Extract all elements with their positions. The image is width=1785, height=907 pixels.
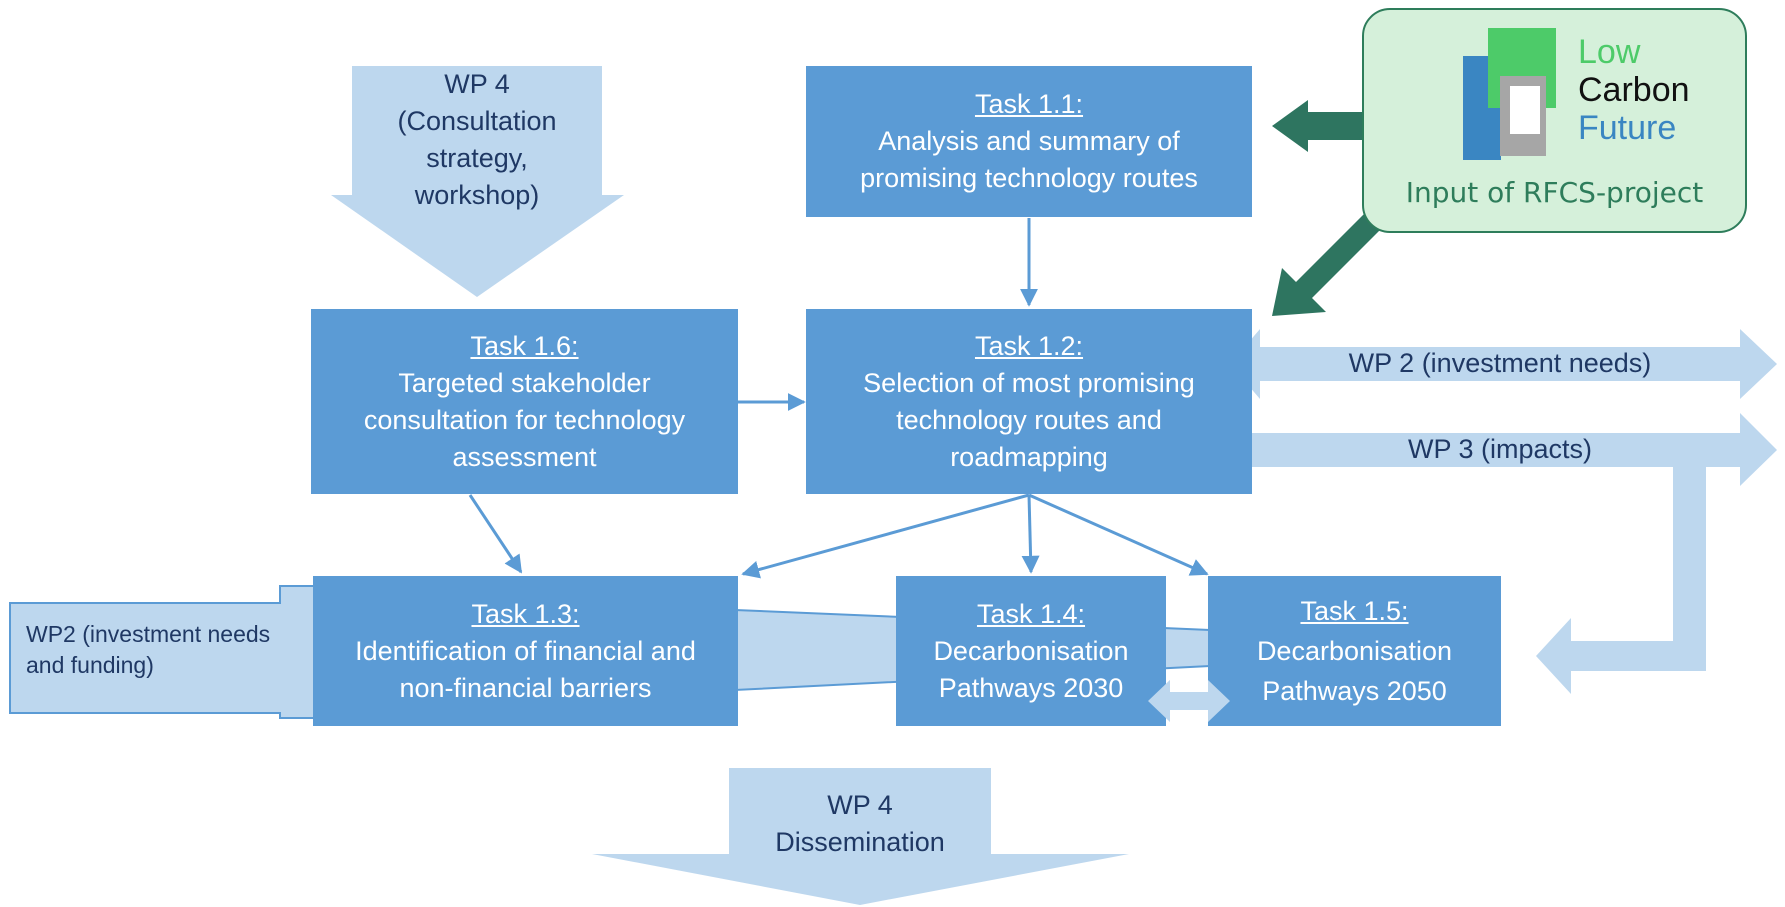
task-1-5-box: Task 1.5: Decarbonisation Pathways 2050 (1208, 576, 1501, 726)
task-1-4-title: Task 1.4: (976, 598, 1086, 629)
task-1-3-line: Identification of financial and (355, 635, 696, 666)
wp2-funding-label: WP2 (investment needs and funding) (26, 619, 326, 681)
task-1-1-line: promising technology routes (860, 163, 1198, 193)
connector-t12-t14 (1021, 494, 1040, 574)
logo-input-arrow-t11 (1272, 100, 1374, 152)
wp4-dissemination-label: WP 4 Dissemination (729, 787, 991, 861)
wp4-dissemination-arrow (592, 768, 1129, 905)
wp4-dissemination-line: WP 4 (827, 790, 893, 820)
wp4-dissemination-line: Dissemination (775, 827, 945, 857)
wp3-impacts-arrow (1235, 413, 1777, 694)
task-1-6-line: consultation for technology (363, 404, 686, 435)
task-1-1-line: Analysis and summary of (878, 126, 1180, 156)
task-1-6-title: Task 1.6: (470, 330, 579, 361)
task-1-2-line: roadmapping (950, 441, 1108, 472)
task-1-4-line: Pathways 2030 (938, 672, 1124, 703)
wp2-funding-line: WP2 (investment needs (26, 621, 271, 647)
task-1-5-line: Decarbonisation (1256, 636, 1453, 666)
connector-t16-t13 (468, 494, 523, 574)
connector-t12-t13 (741, 493, 1030, 579)
task-1-3-line: non-financial barriers (399, 672, 652, 703)
task-1-6-line: assessment (452, 441, 597, 472)
task-1-4-line: Decarbonisation (933, 635, 1129, 666)
task-1-3-title: Task 1.3: (471, 598, 580, 629)
wp4-consultation-line: strategy, (426, 143, 528, 173)
task-1-1-box: Task 1.1: Analysis and summary of promis… (806, 66, 1252, 217)
wp2-investment-needs-arrow (1230, 329, 1777, 399)
task-1-6-box: Task 1.6: Targeted stakeholder consultat… (311, 309, 738, 494)
task-1-5-line: Pathways 2050 (1262, 676, 1447, 706)
task-1-2-line: technology routes and (896, 404, 1162, 435)
logo-mark-inner (1510, 86, 1540, 134)
logo-word-low: Low (1578, 33, 1641, 71)
wp4-consultation-line: (Consultation (397, 106, 557, 136)
connector-t12-t15 (1028, 493, 1209, 576)
task-1-6-line: Targeted stakeholder (398, 367, 651, 398)
wp4-consultation-arrow (331, 66, 624, 297)
wp4-consultation-label: WP 4 (Consultation strategy, workshop) (352, 66, 602, 214)
wp3-impacts-label: WP 3 (impacts) (1407, 434, 1593, 464)
task-1-3-box: Task 1.3: Identification of financial an… (313, 576, 738, 726)
task-1-2-box: Task 1.2: Selection of most promising te… (806, 309, 1252, 494)
pathways-exchange-arrow-overlay (1148, 680, 1230, 722)
wp4-consultation-line: WP 4 (444, 69, 510, 99)
wp2-funding-line: and funding) (26, 652, 154, 678)
task-1-4-box: Task 1.4: Decarbonisation Pathways 2030 (896, 576, 1166, 726)
logo-word-future: Future (1578, 109, 1677, 147)
task-1-5-title: Task 1.5: (1300, 596, 1409, 626)
wp2-investment-needs-label: WP 2 (investment needs) (1348, 348, 1652, 378)
task-1-2-line: Selection of most promising (863, 367, 1195, 398)
logo-word-carbon: Carbon (1578, 71, 1690, 109)
task-1-1-title: Task 1.1: (974, 89, 1084, 119)
logo-input-arrow-t12 (1272, 200, 1394, 316)
logo-caption: Input of RFCS-project (1405, 176, 1704, 209)
wp4-consultation-line: workshop) (414, 180, 540, 210)
task-1-2-title: Task 1.2: (974, 330, 1084, 361)
